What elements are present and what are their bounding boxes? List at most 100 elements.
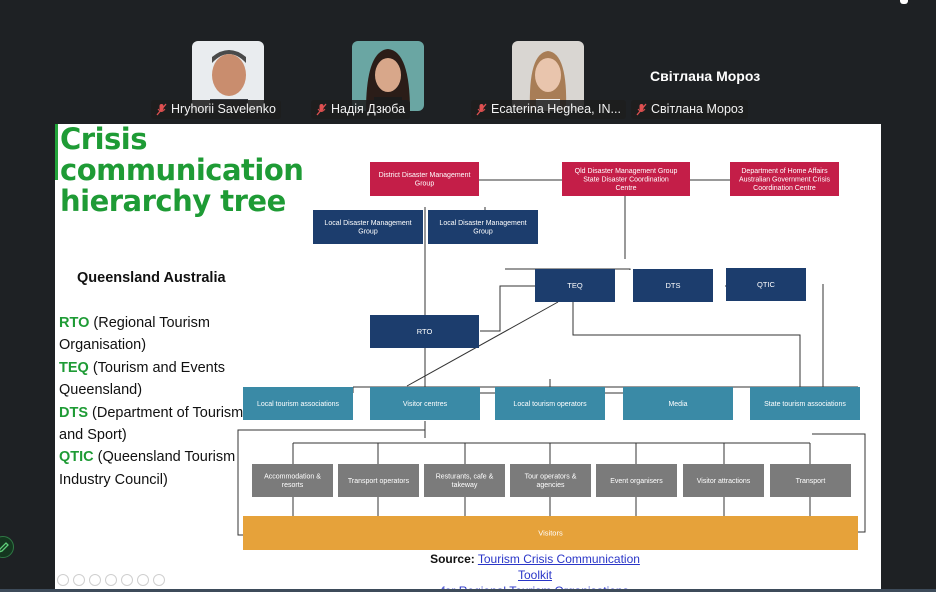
node-transport: Transport	[770, 464, 851, 497]
source-link-continued[interactable]: for Regional Tourism Organisations	[441, 584, 629, 592]
node-local-tourism-associations: Local tourism associations	[243, 387, 353, 420]
connector-line	[812, 433, 866, 533]
node-local-tourism-operators: Local tourism operators	[495, 387, 605, 420]
pen-icon[interactable]	[89, 574, 101, 586]
node-state-tourism-associations: State tourism associations	[750, 387, 860, 420]
node-dts-label: DTS	[666, 281, 681, 290]
node-visitor-attractions-label: Visitor attractions	[697, 478, 751, 485]
grid-icon[interactable]	[121, 574, 133, 586]
node-local-disaster-group-2-box	[428, 210, 538, 244]
node-accommodation: Accommodation &resorts	[252, 464, 333, 497]
node-media-box	[623, 387, 733, 420]
node-tour-operators-label: agencies	[536, 482, 565, 489]
participant-label: Ecaterina Heghea, IN...	[491, 102, 621, 116]
node-accommodation-box	[252, 464, 333, 497]
node-transport-label: Transport	[796, 478, 826, 485]
node-teq-label: TEQ	[567, 281, 583, 290]
more-icon[interactable]	[153, 574, 165, 586]
connector-line	[480, 285, 535, 332]
node-state-tourism-associations-box	[750, 387, 860, 420]
slide-title: Crisis communication hierarchy tree	[60, 124, 304, 218]
participant-label: Hryhorii Savelenko	[171, 102, 276, 116]
taskbar-edge	[0, 589, 936, 592]
node-district-disaster-group-label: Group	[415, 181, 435, 188]
shared-screen-slide: Crisis communication hierarchy tree Quee…	[55, 124, 881, 592]
node-teq-box	[535, 269, 615, 302]
node-restaurants-box	[424, 464, 505, 497]
node-visitor-centres-label: Visitor centres	[403, 401, 448, 408]
legend-abbr: RTO	[59, 315, 90, 331]
node-qld-disaster-group-label: Centre	[615, 185, 636, 192]
prev-slide-icon[interactable]	[57, 574, 69, 586]
node-restaurants-label: takeway	[452, 482, 478, 489]
menu-icon[interactable]	[137, 574, 149, 586]
node-district-disaster-group-box	[370, 162, 479, 196]
node-dts-box	[633, 269, 713, 302]
node-rto-box	[370, 315, 479, 348]
node-transport-operators: Transport operators	[338, 464, 419, 497]
next-slide-icon[interactable]	[73, 574, 85, 586]
muted-mic-icon	[156, 103, 167, 116]
participant-name-2: Надія Дзюба	[311, 100, 411, 119]
node-media: Media	[623, 387, 733, 420]
search-icon[interactable]	[105, 574, 117, 586]
node-visitor-attractions-box	[683, 464, 764, 497]
title-accent-bar	[55, 124, 58, 180]
node-media-label: Media	[668, 401, 687, 408]
participant-label: Світлана Мороз	[651, 102, 744, 116]
node-qtic-box	[726, 268, 806, 301]
node-qld-disaster-group-label: State Disaster Coordination	[583, 176, 669, 183]
node-transport-operators-box	[338, 464, 419, 497]
legend-text: (Queensland Tourism Industry Council)	[59, 449, 236, 488]
node-teq: TEQ	[535, 269, 615, 302]
connector-line	[406, 301, 559, 387]
slide-subtitle: Queensland Australia	[77, 270, 226, 286]
participant-label: Надія Дзюба	[331, 102, 406, 116]
node-local-tourism-operators-box	[495, 387, 605, 420]
legend-item: TEQ (Tourism and Events Queensland)	[59, 357, 244, 402]
node-qtic: QTIC	[726, 268, 806, 301]
node-event-organisers-label: Event organisers	[610, 478, 663, 485]
participant-name-1: Hryhorii Savelenko	[151, 100, 281, 119]
node-restaurants: Resturants, cafe &takeway	[424, 464, 505, 497]
node-qld-disaster-group-box	[562, 162, 690, 196]
legend-item: DTS (Department of Tourism and Sport)	[59, 402, 244, 447]
legend-item: RTO (Regional Tourism Organisation)	[59, 312, 244, 357]
node-home-affairs-label: Coordination Centre	[753, 185, 816, 192]
node-visitor-centres: Visitor centres	[370, 387, 480, 420]
node-visitors-label: Visitors	[538, 529, 563, 538]
legend-abbr: QTIC	[59, 449, 94, 466]
window-edge-indicator	[900, 0, 908, 4]
legend-text: (Tourism and Events Queensland)	[59, 359, 226, 399]
node-home-affairs-label: Department of Home Affairs	[741, 168, 828, 175]
node-local-tourism-associations-label: Local tourism associations	[257, 401, 340, 408]
node-state-tourism-associations-label: State tourism associations	[764, 401, 846, 408]
node-local-tourism-associations-box	[243, 387, 353, 420]
legend-item: QTIC (Queensland Tourism Industry Counci…	[59, 446, 244, 491]
source-citation: Source: Tourism Crisis Communication Too…	[425, 551, 645, 592]
node-rto-label: RTO	[417, 327, 433, 336]
participant-name-4: Світлана Мороз	[631, 100, 749, 119]
node-accommodation-label: resorts	[282, 482, 304, 489]
source-link[interactable]: Tourism Crisis Communication Toolkit	[477, 552, 640, 582]
legend-abbr: TEQ	[59, 359, 89, 376]
node-local-disaster-group-1-label: Local Disaster Management	[324, 220, 411, 227]
node-accommodation-label: Accommodation &	[264, 474, 321, 481]
node-visitors: Visitors	[243, 516, 858, 550]
node-district-disaster-group-label: District Disaster Management	[379, 172, 471, 179]
muted-mic-icon	[476, 103, 487, 116]
node-tour-operators-label: Tour operators &	[525, 474, 577, 481]
node-rto: RTO	[370, 315, 479, 348]
node-qld-disaster-group-label: Qld Disaster Management Group	[575, 168, 678, 175]
pencil-icon	[0, 542, 9, 553]
legend-abbr: DTS	[59, 404, 88, 421]
active-speaker-name: Світлана Мороз	[650, 68, 761, 84]
node-transport-operators-label: Transport operators	[348, 478, 410, 485]
annotate-button[interactable]	[0, 536, 14, 558]
